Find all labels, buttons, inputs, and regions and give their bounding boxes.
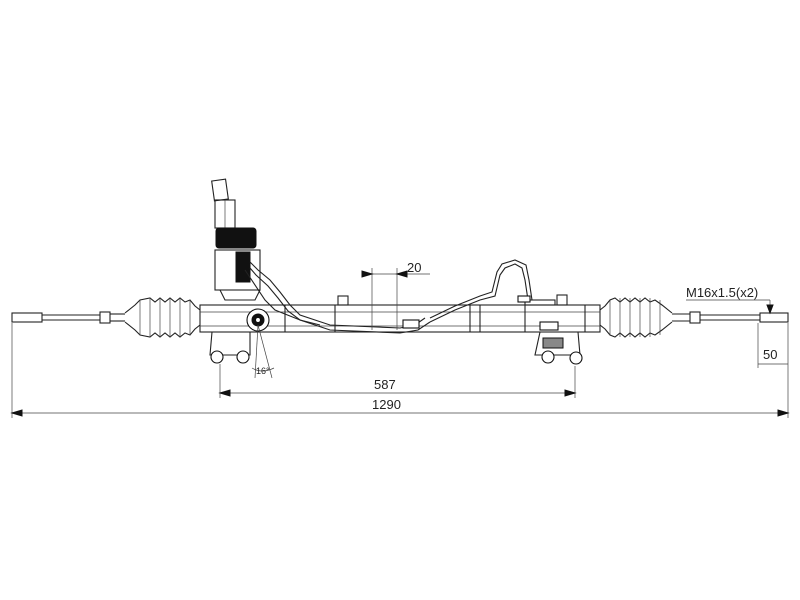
right-mounting-foot (534, 331, 583, 365)
right-tie-rod (672, 311, 789, 324)
left-bellows-boot (124, 297, 201, 338)
dimension-mount-spacing: 587 (218, 364, 577, 398)
dimension-overall-length-label: 1290 (372, 397, 401, 412)
dimension-offset: 20 (361, 260, 430, 330)
dimension-offset-label: 20 (407, 260, 421, 275)
dimension-end-length-label: 50 (763, 347, 777, 362)
left-tie-rod (11, 311, 125, 324)
right-bellows-boot (599, 297, 673, 338)
dimension-angle-label: 16° (256, 366, 270, 376)
left-mounting-foot (209, 331, 251, 364)
dimension-overall-length: 1290 (10, 323, 790, 418)
hydraulic-lines (244, 259, 533, 334)
pinion-valve-assembly (211, 178, 270, 332)
dimension-thread-label: M16x1.5(x2) (686, 285, 758, 300)
dimension-thread: M16x1.5(x2) (686, 285, 774, 315)
dimension-angle: 16° (251, 324, 275, 379)
dimension-mount-spacing-label: 587 (374, 377, 396, 392)
dimension-end-length: 50 (757, 323, 789, 368)
